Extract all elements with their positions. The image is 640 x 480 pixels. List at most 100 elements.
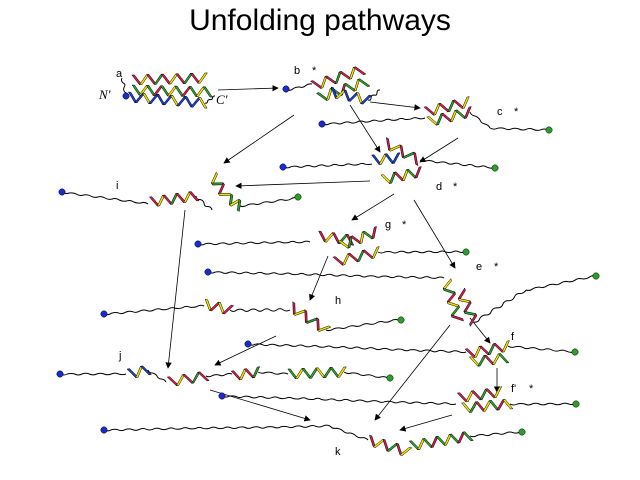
chain-f-c xyxy=(507,345,575,353)
helix-c2 xyxy=(463,106,472,119)
helix-fp1 xyxy=(493,386,503,399)
chain-j-mid xyxy=(147,369,167,383)
chain-h-mid xyxy=(229,308,291,312)
helix-i3 xyxy=(236,198,242,212)
pathway-arrows xyxy=(165,84,501,432)
helix-d2 xyxy=(413,151,419,167)
arrow-d-g xyxy=(351,193,395,221)
chain-e-loop xyxy=(473,289,527,323)
chain-j-mid3 xyxy=(257,371,289,375)
state-star-e: * xyxy=(494,261,499,273)
helix-e2 xyxy=(469,313,478,327)
helix-f1 xyxy=(501,340,510,353)
n-terminus-c xyxy=(318,120,326,128)
arrow-c-d xyxy=(419,137,459,163)
c-terminus-c xyxy=(545,126,553,134)
chain-c-mid xyxy=(469,111,491,129)
c-terminus-e xyxy=(592,272,600,280)
n-terminus-k xyxy=(100,426,108,434)
chain-c-c xyxy=(489,127,549,131)
chain-e-c xyxy=(525,275,597,291)
state-star-c: * xyxy=(514,106,519,118)
arrow-d-e xyxy=(413,199,456,269)
helix-g2 xyxy=(371,225,377,240)
n-terminus-h xyxy=(100,310,108,318)
arrow-g-h xyxy=(309,255,329,301)
c-terminus-j xyxy=(386,374,394,382)
chain-b-loop xyxy=(367,89,381,101)
c-terminus-g xyxy=(462,248,470,256)
helix-a2 xyxy=(202,86,213,98)
chain-i-loop xyxy=(195,195,213,211)
c-terminus-f xyxy=(571,348,579,356)
protein-chains xyxy=(59,77,597,441)
n-terminus-g xyxy=(194,240,202,248)
helix-a1 xyxy=(197,72,208,84)
helix-j1 xyxy=(139,365,152,376)
state-star-fp: * xyxy=(529,383,534,395)
state-label-g: g xyxy=(385,219,391,231)
state-star-b: * xyxy=(312,65,317,77)
state-label-fp: f' xyxy=(511,383,516,395)
arrow-fp-k xyxy=(399,414,453,432)
state-label-f: f xyxy=(511,331,515,343)
c-terminus-label: C' xyxy=(216,92,228,107)
arrow-e-k xyxy=(374,324,451,421)
chain-k-n xyxy=(103,424,331,432)
c-terminus-d xyxy=(491,164,499,172)
helix-g3 xyxy=(371,246,380,259)
n-terminus-e xyxy=(204,268,212,276)
c-terminus-h xyxy=(397,316,405,324)
helix-i1 xyxy=(188,191,200,202)
chain-termini xyxy=(56,85,600,436)
chain-g-c xyxy=(377,250,467,254)
state-label-d: d xyxy=(436,181,442,193)
helix-c1 xyxy=(461,96,470,109)
helix-fp2 xyxy=(502,399,514,410)
chain-c-n xyxy=(322,117,426,126)
n-terminus-fp xyxy=(218,392,226,400)
n-terminus-b xyxy=(282,85,290,93)
helix-b1 xyxy=(352,66,367,76)
state-label-i: i xyxy=(116,180,118,192)
helix-e1 xyxy=(450,314,464,322)
arrow-b-d xyxy=(349,104,381,153)
helix-h2 xyxy=(316,325,332,332)
c-terminus-i xyxy=(294,193,302,201)
helix-d3 xyxy=(414,166,422,179)
helix-i2 xyxy=(217,192,232,196)
chain-h-c xyxy=(325,318,399,332)
state-label-b: b xyxy=(294,65,300,77)
helix-k2 xyxy=(461,431,474,442)
state-label-a: a xyxy=(116,68,123,80)
chain-a-c xyxy=(204,95,216,104)
n-terminus-i xyxy=(58,188,66,196)
arrow-h-j xyxy=(214,335,277,366)
state-label-k: k xyxy=(335,446,341,458)
helix-a3 xyxy=(197,97,208,109)
helix-d1 xyxy=(391,152,401,164)
figure-title: Unfolding pathways xyxy=(189,4,451,37)
arrow-a-b xyxy=(217,84,279,92)
n-terminus-d xyxy=(279,163,287,171)
helix-j3 xyxy=(251,366,261,379)
n-terminus-f xyxy=(244,340,252,348)
chain-j-n xyxy=(59,372,127,376)
chain-d-c xyxy=(419,159,495,169)
n-terminus-label: N' xyxy=(98,87,111,102)
arrow-e-f xyxy=(469,317,491,344)
arrow-i-j xyxy=(165,209,186,369)
chain-j-c xyxy=(343,371,389,379)
helix-k1 xyxy=(399,446,413,456)
state-label-e: e xyxy=(476,261,482,273)
chain-f-n xyxy=(247,343,467,354)
arrow-d-i xyxy=(235,180,371,189)
chain-e-n xyxy=(207,271,445,279)
n-terminus-j xyxy=(56,370,64,378)
chain-b-n xyxy=(286,83,313,91)
state-star-d: * xyxy=(453,181,458,193)
chain-fp-c xyxy=(509,402,577,406)
helix-j2 xyxy=(197,371,210,382)
